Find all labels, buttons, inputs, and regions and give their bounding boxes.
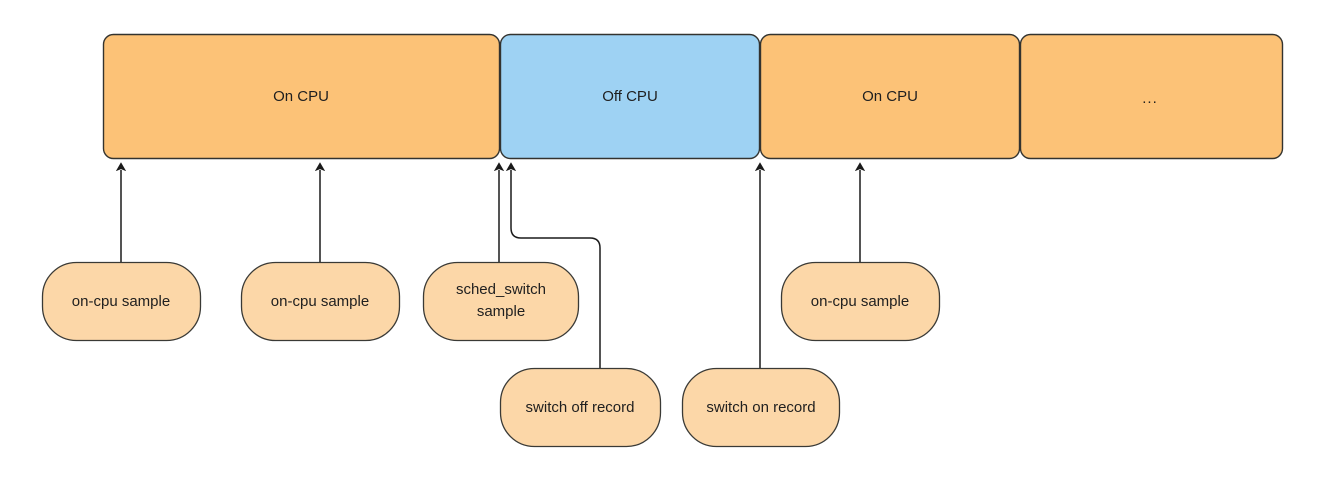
event-node-on-cpu-sample-2[interactable]: on-cpu sample: [240, 261, 401, 342]
event-node-switch-on-record-shape[interactable]: [681, 367, 841, 448]
event-node-on-cpu-sample-3-shape[interactable]: [780, 261, 941, 342]
event-node-switch-off-record[interactable]: switch off record: [499, 367, 662, 448]
timeline-segment-off-cpu-label: Off CPU: [602, 88, 658, 105]
timeline-segment-on-cpu-2[interactable]: On CPU: [759, 33, 1021, 160]
timeline-segment-on-cpu-1-label: On CPU: [273, 88, 329, 105]
event-node-on-cpu-sample-1-shape[interactable]: [41, 261, 202, 342]
event-node-on-cpu-sample-2-label: on-cpu sample: [271, 293, 369, 310]
event-node-switch-off-record-label: switch off record: [526, 399, 635, 416]
timeline-segment-more-label: ...: [1142, 90, 1158, 107]
event-node-sched-switch-sample-shape[interactable]: [422, 261, 580, 342]
timeline-segment-off-cpu-shape[interactable]: [499, 33, 761, 160]
cpu-state-timeline: On CPU Off CPU On CPU ...: [102, 33, 1284, 160]
timeline-segment-more-shape[interactable]: [1019, 33, 1284, 160]
connector-layer: [115, 162, 866, 368]
timeline-segment-on-cpu-1-shape[interactable]: [102, 33, 501, 160]
event-node-on-cpu-sample-3[interactable]: on-cpu sample: [780, 261, 941, 342]
timeline-segment-on-cpu-2-shape[interactable]: [759, 33, 1021, 160]
event-node-switch-off-record-shape[interactable]: [499, 367, 662, 448]
event-node-on-cpu-sample-1[interactable]: on-cpu sample: [41, 261, 202, 342]
timeline-segment-more[interactable]: ...: [1019, 33, 1284, 160]
event-node-sched-switch-sample-label-line1: sched_switch: [456, 281, 546, 298]
timeline-segment-off-cpu[interactable]: Off CPU: [499, 33, 761, 160]
event-node-sched-switch-sample-label-line2: sample: [477, 303, 525, 320]
event-node-on-cpu-sample-1-label: on-cpu sample: [72, 293, 170, 310]
connector-switch-off-record-to-timeline: [505, 162, 601, 368]
timeline-segment-on-cpu-1[interactable]: On CPU: [102, 33, 501, 160]
event-node-switch-on-record[interactable]: switch on record: [681, 367, 841, 448]
event-node-on-cpu-sample-2-shape[interactable]: [240, 261, 401, 342]
event-node-sched-switch-sample[interactable]: sched_switch sample: [422, 261, 580, 342]
timeline-segment-on-cpu-2-label: On CPU: [862, 88, 918, 105]
event-node-switch-on-record-label: switch on record: [706, 399, 815, 416]
event-node-on-cpu-sample-3-label: on-cpu sample: [811, 293, 909, 310]
